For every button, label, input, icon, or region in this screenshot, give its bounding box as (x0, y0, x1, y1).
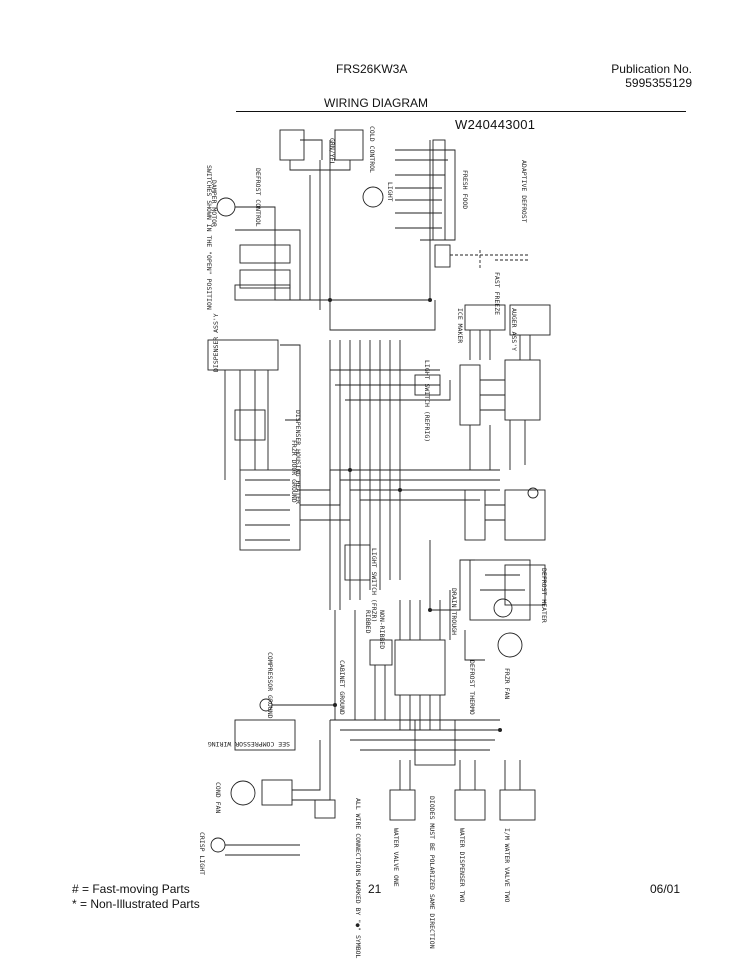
label-light-switch-refrig: LIGHT SWITCH (REFRIG) (423, 360, 431, 442)
page-title: WIRING DIAGRAM (324, 96, 428, 110)
label-drain-trough: DRAIN TROUGH (450, 588, 458, 635)
label-dispenser-heater: DISPENSER HOUSING HEATER (294, 410, 302, 504)
label-see-compressor-wiring: SEE COMPRESSOR WIRING (208, 740, 290, 748)
diagram-number: W240443001 (455, 117, 536, 132)
label-ice-maker: ICE MAKER (456, 308, 464, 343)
model-number: FRS26KW3A (336, 62, 408, 76)
label-cond-fan: COND FAN (214, 782, 222, 813)
publication-label: Publication No. (611, 62, 692, 76)
label-fresh-food: FRESH FOOD (461, 170, 469, 209)
label-water-valve-one: WATER VALVE ONE (392, 828, 400, 887)
legend-non-illustrated: * = Non-Illustrated Parts (72, 897, 200, 911)
label-auger-assy: AUGER ASS'Y (510, 308, 518, 351)
label-crisp-light: CRISP LIGHT (198, 832, 206, 875)
label-grn-yel: GRN/YEL (328, 138, 336, 165)
label-light-switch-frzr: LIGHT SWITCH (FRZR) (370, 548, 378, 622)
label-compressor-ground: COMPRESSOR GROUND (266, 652, 274, 719)
revision-date: 06/01 (650, 882, 681, 896)
legend-fast-moving: # = Fast-moving Parts (72, 882, 190, 896)
label-frzr-door-ground: FRZR DOOR GROUND (290, 440, 298, 503)
label-diodes-polarized: DIODES MUST BE POLARIZED SAME DIRECTION (428, 796, 436, 949)
label-wire-connections: ALL WIRE CONNECTIONS MARKED BY "●" SYMBO… (354, 798, 362, 959)
label-water-dispenser: WATER DISPENSER TWO (458, 828, 466, 902)
label-adaptive-defrost: ADAPTIVE DEFROST (520, 160, 528, 223)
label-cabinet-ground: CABINET GROUND (338, 660, 346, 715)
label-defrost-control: DEFROST CONTROL (254, 168, 262, 227)
publication-number: 5995355129 (625, 76, 692, 90)
title-rule (236, 111, 686, 112)
label-cold-control: COLD CONTROL (368, 126, 376, 173)
label-dispenser-assy: DISPENSER ASS'Y (212, 313, 220, 372)
publication-block: Publication No. 5995355129 (611, 62, 692, 90)
label-damper-motor: DAMPER MOTOR (210, 180, 218, 227)
label-fast-freeze: FAST FREEZE (493, 272, 501, 315)
label-ribbed: RIBBED (364, 610, 372, 634)
label-defrost-thermo: DEFROST THERMO (468, 660, 476, 715)
label-frzr-fan: FRZR FAN (503, 668, 511, 699)
label-switches-open: SWITCHES SHOWN IN THE "OPEN" POSITION (205, 165, 213, 310)
label-defrost-heater: DEFROST HEATER (540, 568, 548, 623)
page-number: 21 (368, 882, 382, 896)
label-non-ribbed: NON-RIBBED (378, 610, 386, 649)
label-light: LIGHT (386, 182, 394, 202)
label-im-water-valve: I/M WATER VALVE TWO (503, 828, 511, 902)
